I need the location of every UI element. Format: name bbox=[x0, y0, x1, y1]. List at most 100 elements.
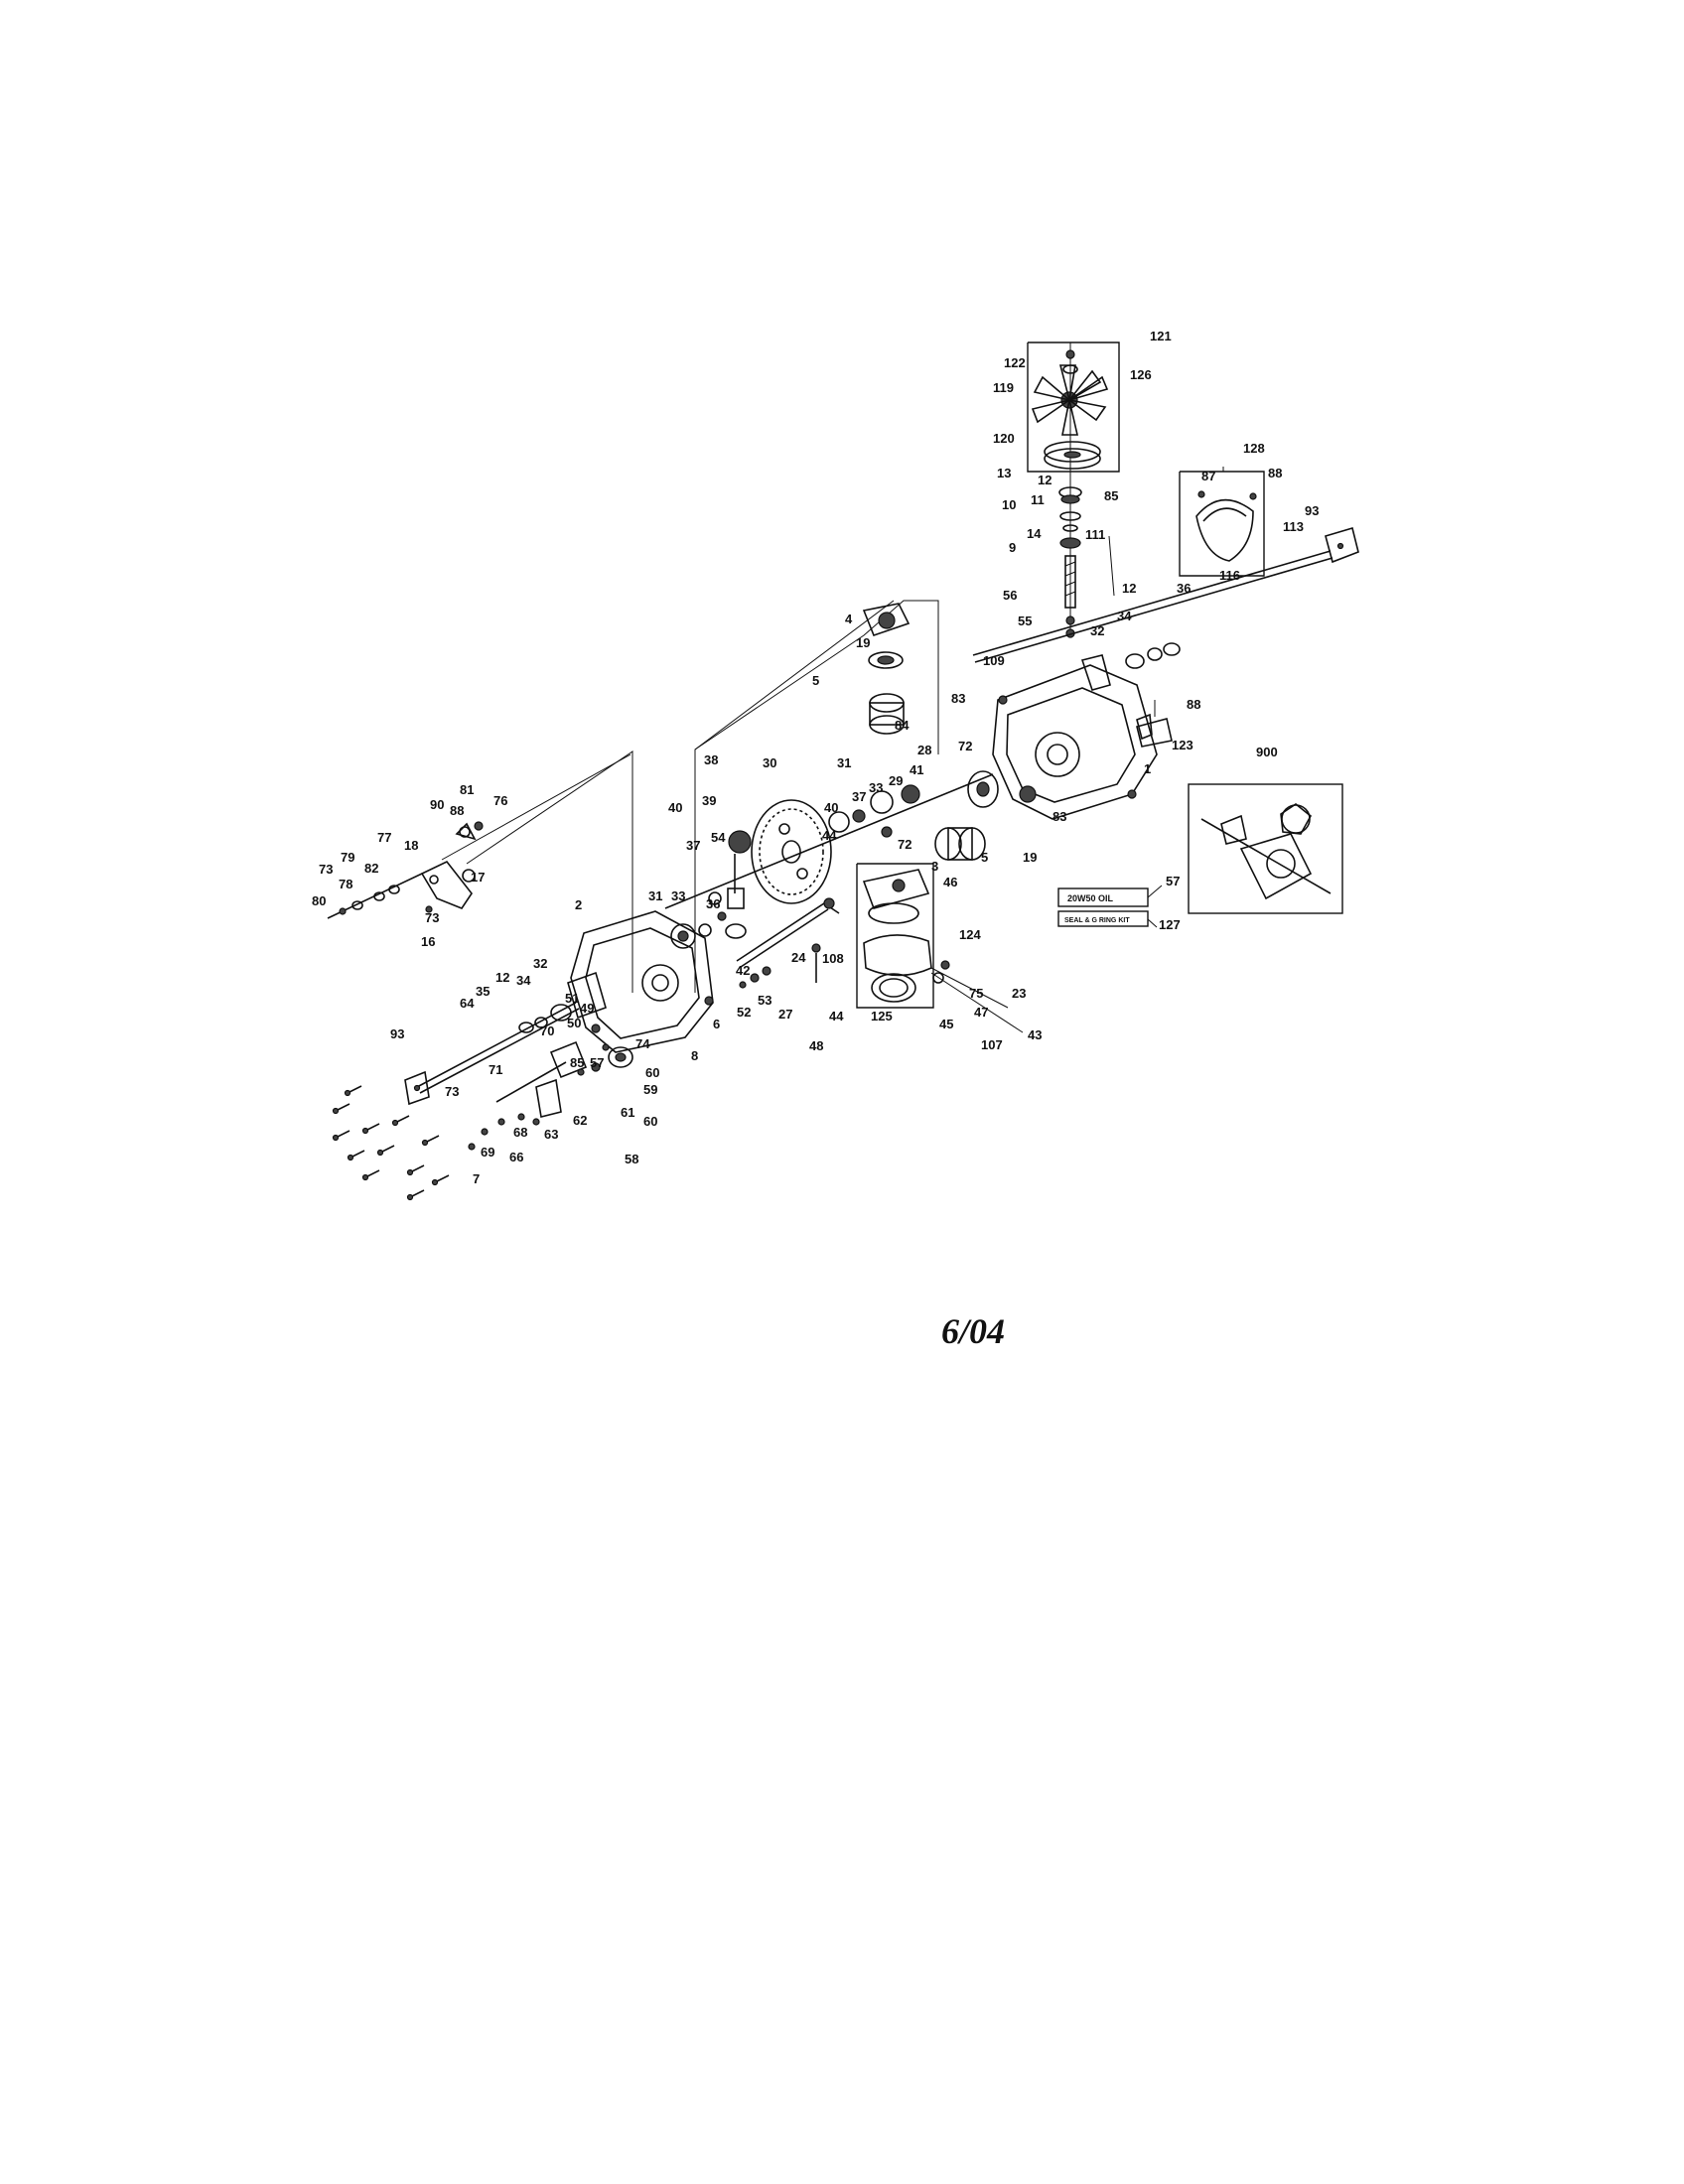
part-callout-51: 51 bbox=[565, 991, 579, 1006]
part-callout-122: 122 bbox=[1004, 355, 1026, 370]
part-callout-31: 31 bbox=[648, 888, 662, 903]
part-callout-17: 17 bbox=[471, 870, 485, 885]
bolt-set bbox=[332, 1085, 450, 1201]
part-callout-107: 107 bbox=[981, 1037, 1003, 1052]
part-callout-32: 32 bbox=[533, 956, 547, 971]
part-callout-10: 10 bbox=[1002, 497, 1016, 512]
part-callout-121: 121 bbox=[1150, 329, 1172, 343]
part-callout-53: 53 bbox=[758, 993, 772, 1008]
part-callout-27: 27 bbox=[778, 1007, 792, 1022]
lower-linkage bbox=[468, 1040, 633, 1151]
ring-gear-icon bbox=[751, 799, 832, 904]
part-callout-60: 60 bbox=[645, 1065, 659, 1080]
part-callout-18: 18 bbox=[404, 838, 418, 853]
part-callout-37: 37 bbox=[686, 838, 700, 853]
part-callout-76: 76 bbox=[493, 793, 507, 808]
center-gear-train bbox=[664, 770, 999, 949]
part-callout-64: 64 bbox=[460, 996, 475, 1011]
part-callout-6: 6 bbox=[713, 1017, 720, 1031]
part-callout-33: 33 bbox=[869, 780, 883, 795]
part-callout-85: 85 bbox=[570, 1055, 584, 1070]
part-callout-44: 44 bbox=[822, 828, 837, 843]
shift-rod bbox=[736, 897, 840, 989]
part-callout-45: 45 bbox=[939, 1017, 953, 1031]
part-callout-29: 29 bbox=[889, 773, 903, 788]
part-callout-120: 120 bbox=[993, 431, 1015, 446]
part-callout-46: 46 bbox=[943, 875, 957, 889]
part-callout-71: 71 bbox=[489, 1062, 502, 1077]
part-callout-87: 87 bbox=[1201, 469, 1215, 483]
part-callout-37: 37 bbox=[852, 789, 866, 804]
part-callout-16: 16 bbox=[421, 934, 435, 949]
part-callout-23: 23 bbox=[1012, 986, 1026, 1001]
part-callout-38: 38 bbox=[704, 752, 718, 767]
oil-label-text: 20W50 OIL bbox=[1067, 893, 1114, 903]
fan-icon bbox=[1031, 364, 1109, 436]
part-callout-93: 93 bbox=[390, 1026, 404, 1041]
part-callout-1: 1 bbox=[1144, 761, 1151, 776]
part-callout-12: 12 bbox=[1038, 473, 1052, 487]
part-callout-123: 123 bbox=[1172, 738, 1193, 752]
date-stamp: 6/04 bbox=[941, 1311, 1006, 1351]
part-callout-13: 13 bbox=[997, 466, 1011, 480]
part-callout-63: 63 bbox=[544, 1127, 558, 1142]
part-callout-113: 113 bbox=[1283, 519, 1304, 534]
part-callout-60: 60 bbox=[643, 1114, 657, 1129]
center-section-plate bbox=[856, 863, 1024, 1033]
label-decals: 20W50 OIL SEAL & G RING KIT bbox=[1057, 885, 1163, 928]
part-callout-42: 42 bbox=[736, 963, 750, 978]
part-callout-12: 12 bbox=[495, 970, 509, 985]
part-callout-49: 49 bbox=[580, 1001, 594, 1016]
part-callout-28: 28 bbox=[917, 743, 931, 757]
part-callout-73: 73 bbox=[319, 862, 333, 877]
left-axle bbox=[404, 1002, 580, 1106]
part-callout-127: 127 bbox=[1159, 917, 1181, 932]
part-callout-39: 39 bbox=[702, 793, 716, 808]
part-callout-34: 34 bbox=[516, 973, 531, 988]
part-callout-88: 88 bbox=[450, 803, 464, 818]
part-callout-73: 73 bbox=[445, 1084, 459, 1099]
part-callout-109: 109 bbox=[983, 653, 1005, 668]
part-callout-3: 3 bbox=[931, 859, 938, 874]
part-callout-69: 69 bbox=[481, 1145, 494, 1160]
seal-kit-label-text: SEAL & G RING KIT bbox=[1064, 917, 1130, 924]
fan-pulley-assembly bbox=[1027, 341, 1120, 638]
part-callout-12: 12 bbox=[1122, 581, 1136, 596]
part-callout-111: 111 bbox=[1085, 527, 1105, 542]
part-callout-5: 5 bbox=[812, 673, 819, 688]
part-callout-9: 9 bbox=[1009, 540, 1016, 555]
part-callout-85: 85 bbox=[1104, 488, 1118, 503]
part-callout-19: 19 bbox=[856, 635, 870, 650]
part-callout-43: 43 bbox=[1028, 1027, 1042, 1042]
part-callout-61: 61 bbox=[621, 1105, 634, 1120]
part-callout-24: 24 bbox=[791, 950, 806, 965]
part-callout-72: 72 bbox=[898, 837, 912, 852]
part-callout-88: 88 bbox=[1268, 466, 1282, 480]
part-callout-59: 59 bbox=[643, 1082, 657, 1097]
part-callout-36: 36 bbox=[1177, 581, 1191, 596]
part-callout-128: 128 bbox=[1243, 441, 1265, 456]
part-callout-79: 79 bbox=[341, 850, 354, 865]
part-callout-900: 900 bbox=[1256, 745, 1278, 759]
part-callout-14: 14 bbox=[1027, 526, 1042, 541]
part-callout-50: 50 bbox=[567, 1016, 581, 1030]
part-callout-31: 31 bbox=[837, 755, 851, 770]
part-callout-55: 55 bbox=[1018, 614, 1032, 628]
part-callout-8: 8 bbox=[691, 1048, 698, 1063]
part-callout-47: 47 bbox=[974, 1005, 988, 1020]
part-callout-74: 74 bbox=[635, 1036, 650, 1051]
part-callout-116: 116 bbox=[1219, 568, 1240, 583]
part-callout-54: 54 bbox=[711, 830, 726, 845]
brake-assembly-inset bbox=[1179, 467, 1265, 577]
part-callout-48: 48 bbox=[809, 1038, 823, 1053]
part-callout-70: 70 bbox=[540, 1024, 554, 1038]
right-axle bbox=[972, 526, 1359, 669]
part-callout-125: 125 bbox=[871, 1009, 893, 1024]
part-callout-56: 56 bbox=[1003, 588, 1017, 603]
part-callout-73: 73 bbox=[425, 910, 439, 925]
part-callout-30: 30 bbox=[763, 755, 776, 770]
part-callout-34: 34 bbox=[1117, 609, 1132, 623]
part-callout-58: 58 bbox=[625, 1152, 638, 1166]
part-callout-5: 5 bbox=[981, 850, 988, 865]
part-callout-7: 7 bbox=[473, 1171, 480, 1186]
